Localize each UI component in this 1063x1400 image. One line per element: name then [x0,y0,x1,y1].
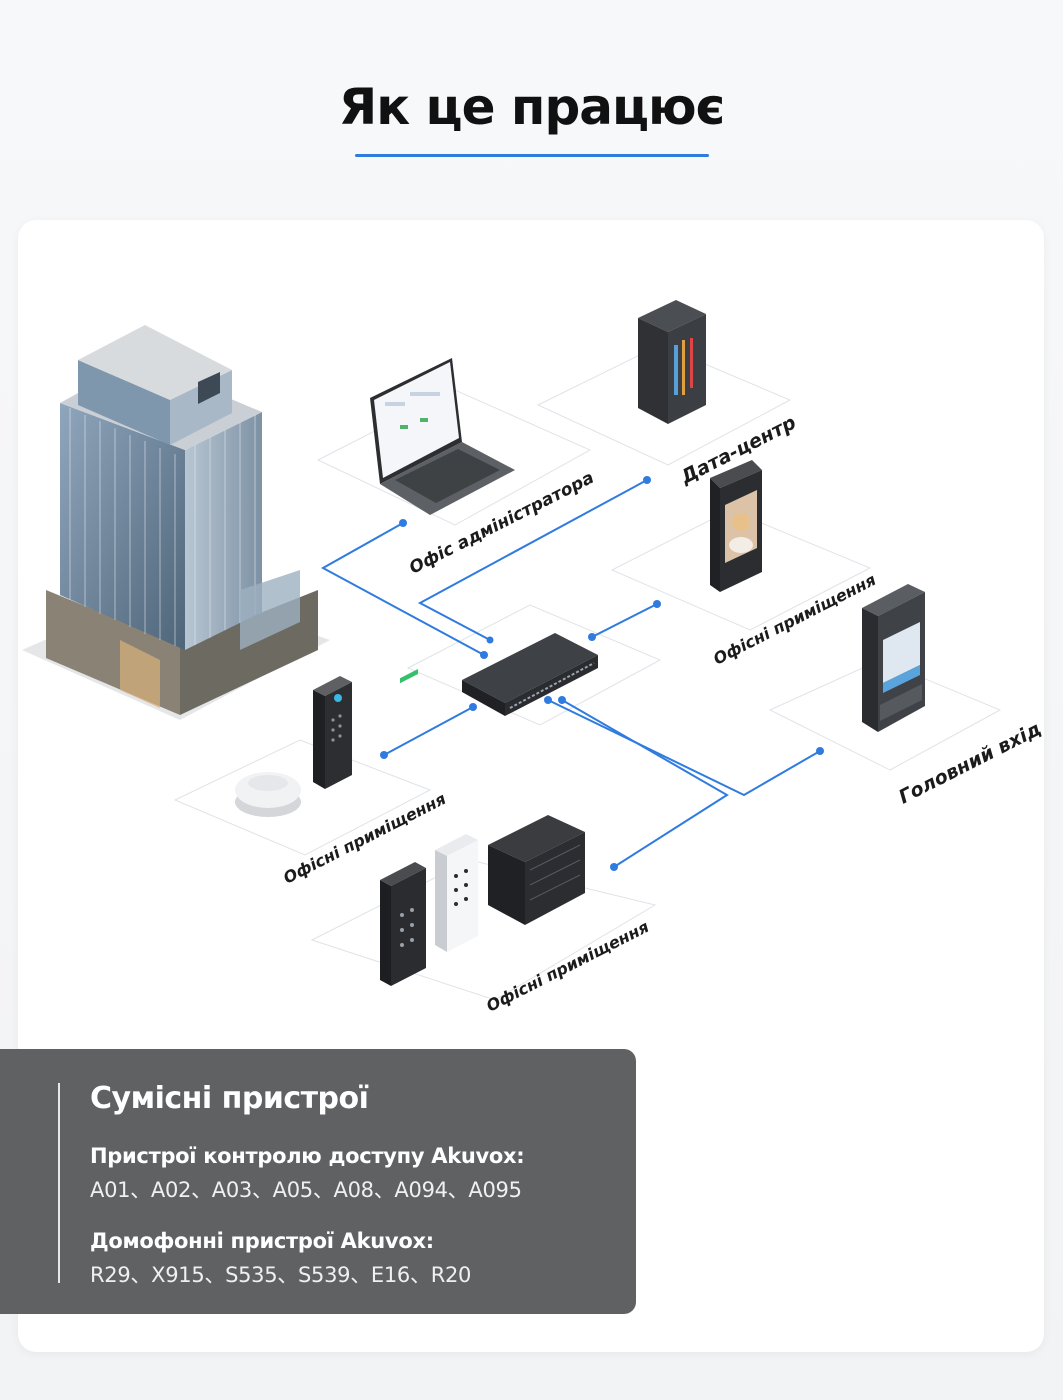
access-models: A01、A02、A03、A05、A08、A094、A095 [90,1178,522,1202]
door-phone-icon [862,584,925,732]
laptop-icon [370,358,515,515]
panel-title: Сумісні пристрої [90,1081,369,1116]
office-building-icon [22,325,330,720]
intercom-heading: Домофонні пристрої Akuvox: [90,1229,434,1253]
title-underline [355,154,709,157]
page-title: Як це працює [338,78,726,136]
connection-lines [320,479,821,868]
access-reader-icon [313,676,352,789]
label-main-entrance: Головний вхід [895,718,1045,809]
label-office-rooms-right: Офісні приміщення [710,570,879,669]
intercom-models: R29、X915、S535、S539、E16、R20 [90,1263,472,1287]
keypad-reader-icon [380,669,478,986]
access-heading: Пристрої контролю доступу Akuvox: [90,1144,525,1168]
network-switch-icon [462,633,598,716]
connection-dots [380,476,824,871]
label-office-rooms-bottom: Офісні приміщення [483,917,652,1016]
compatible-devices-panel: Сумісні пристрої Пристрої контролю досту… [0,1049,636,1314]
server-rack-icon [638,300,706,424]
face-terminal-icon [710,460,762,592]
access-controller-icon [488,815,585,925]
smoke-sensor-icon [235,772,301,817]
panel-accent-bar [58,1083,60,1283]
